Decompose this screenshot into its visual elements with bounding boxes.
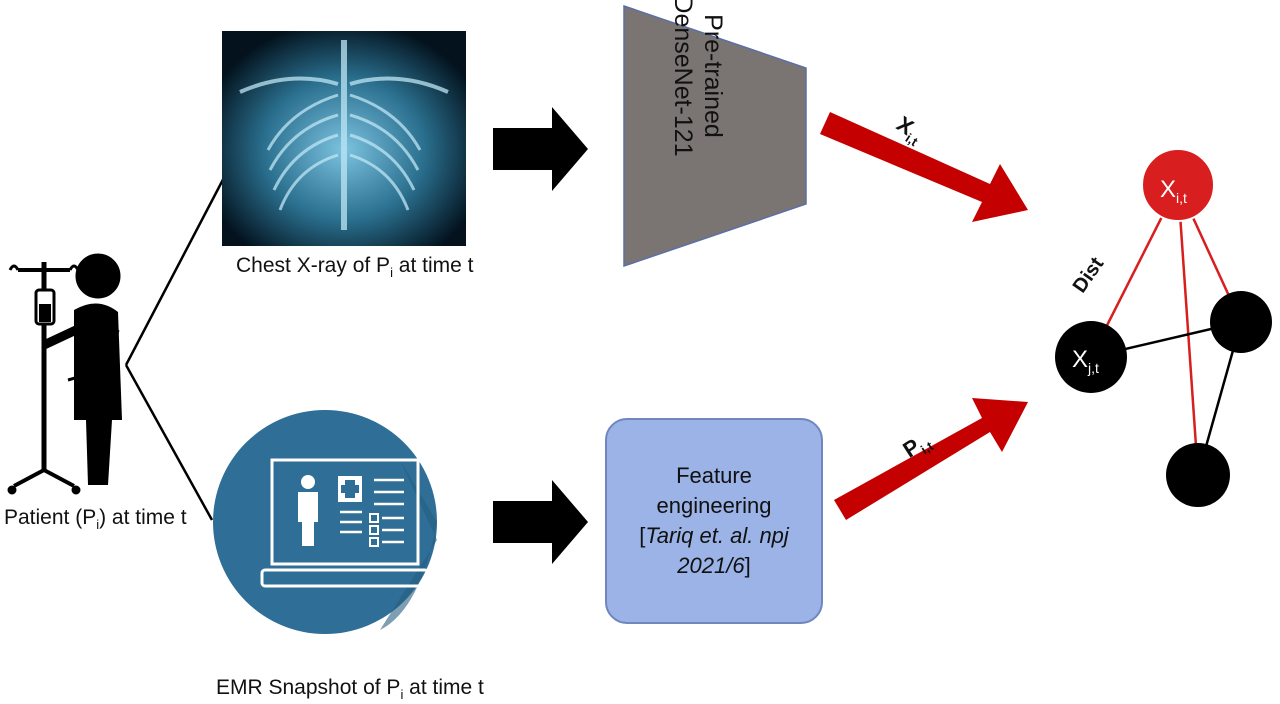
patient-connector-lines <box>124 169 230 521</box>
node-xj-label: Xj,t <box>1072 346 1099 376</box>
densenet-trapezoid <box>623 4 807 268</box>
emr-caption: EMR Snapshot of Pi at time t <box>216 676 484 703</box>
densenet-line1: Pre-trained <box>699 14 727 138</box>
node-xj <box>1055 321 1127 393</box>
feature-line2: engineering <box>656 493 772 518</box>
patient-iv-pole-icon <box>7 253 122 495</box>
xray-caption: Chest X-ray of Pi at time t <box>236 254 474 281</box>
patient-caption: Patient (Pi) at time t <box>4 506 187 533</box>
densenet-line2: DenseNet-121 <box>669 0 697 157</box>
arrow-emr-to-feature <box>493 480 588 564</box>
node-xi-label: Xi,t <box>1160 176 1187 206</box>
feature-line1: Feature <box>676 463 752 488</box>
chest-xray-image <box>222 31 466 246</box>
node-bottom <box>1166 443 1230 507</box>
arrow-image-embedding <box>820 112 1028 222</box>
arrow-xray-to-densenet <box>493 107 588 191</box>
arrow-ehr-embedding <box>834 398 1028 520</box>
feature-citation-2: 2021/6] <box>677 553 751 578</box>
node-xi <box>1141 148 1215 222</box>
laptop-medical-record-icon <box>213 410 437 634</box>
feature-engineering-box: Feature engineering [Tariq et. al. npj 2… <box>605 418 823 624</box>
feature-citation: [Tariq et. al. npj <box>639 523 789 548</box>
node-right <box>1210 291 1272 353</box>
